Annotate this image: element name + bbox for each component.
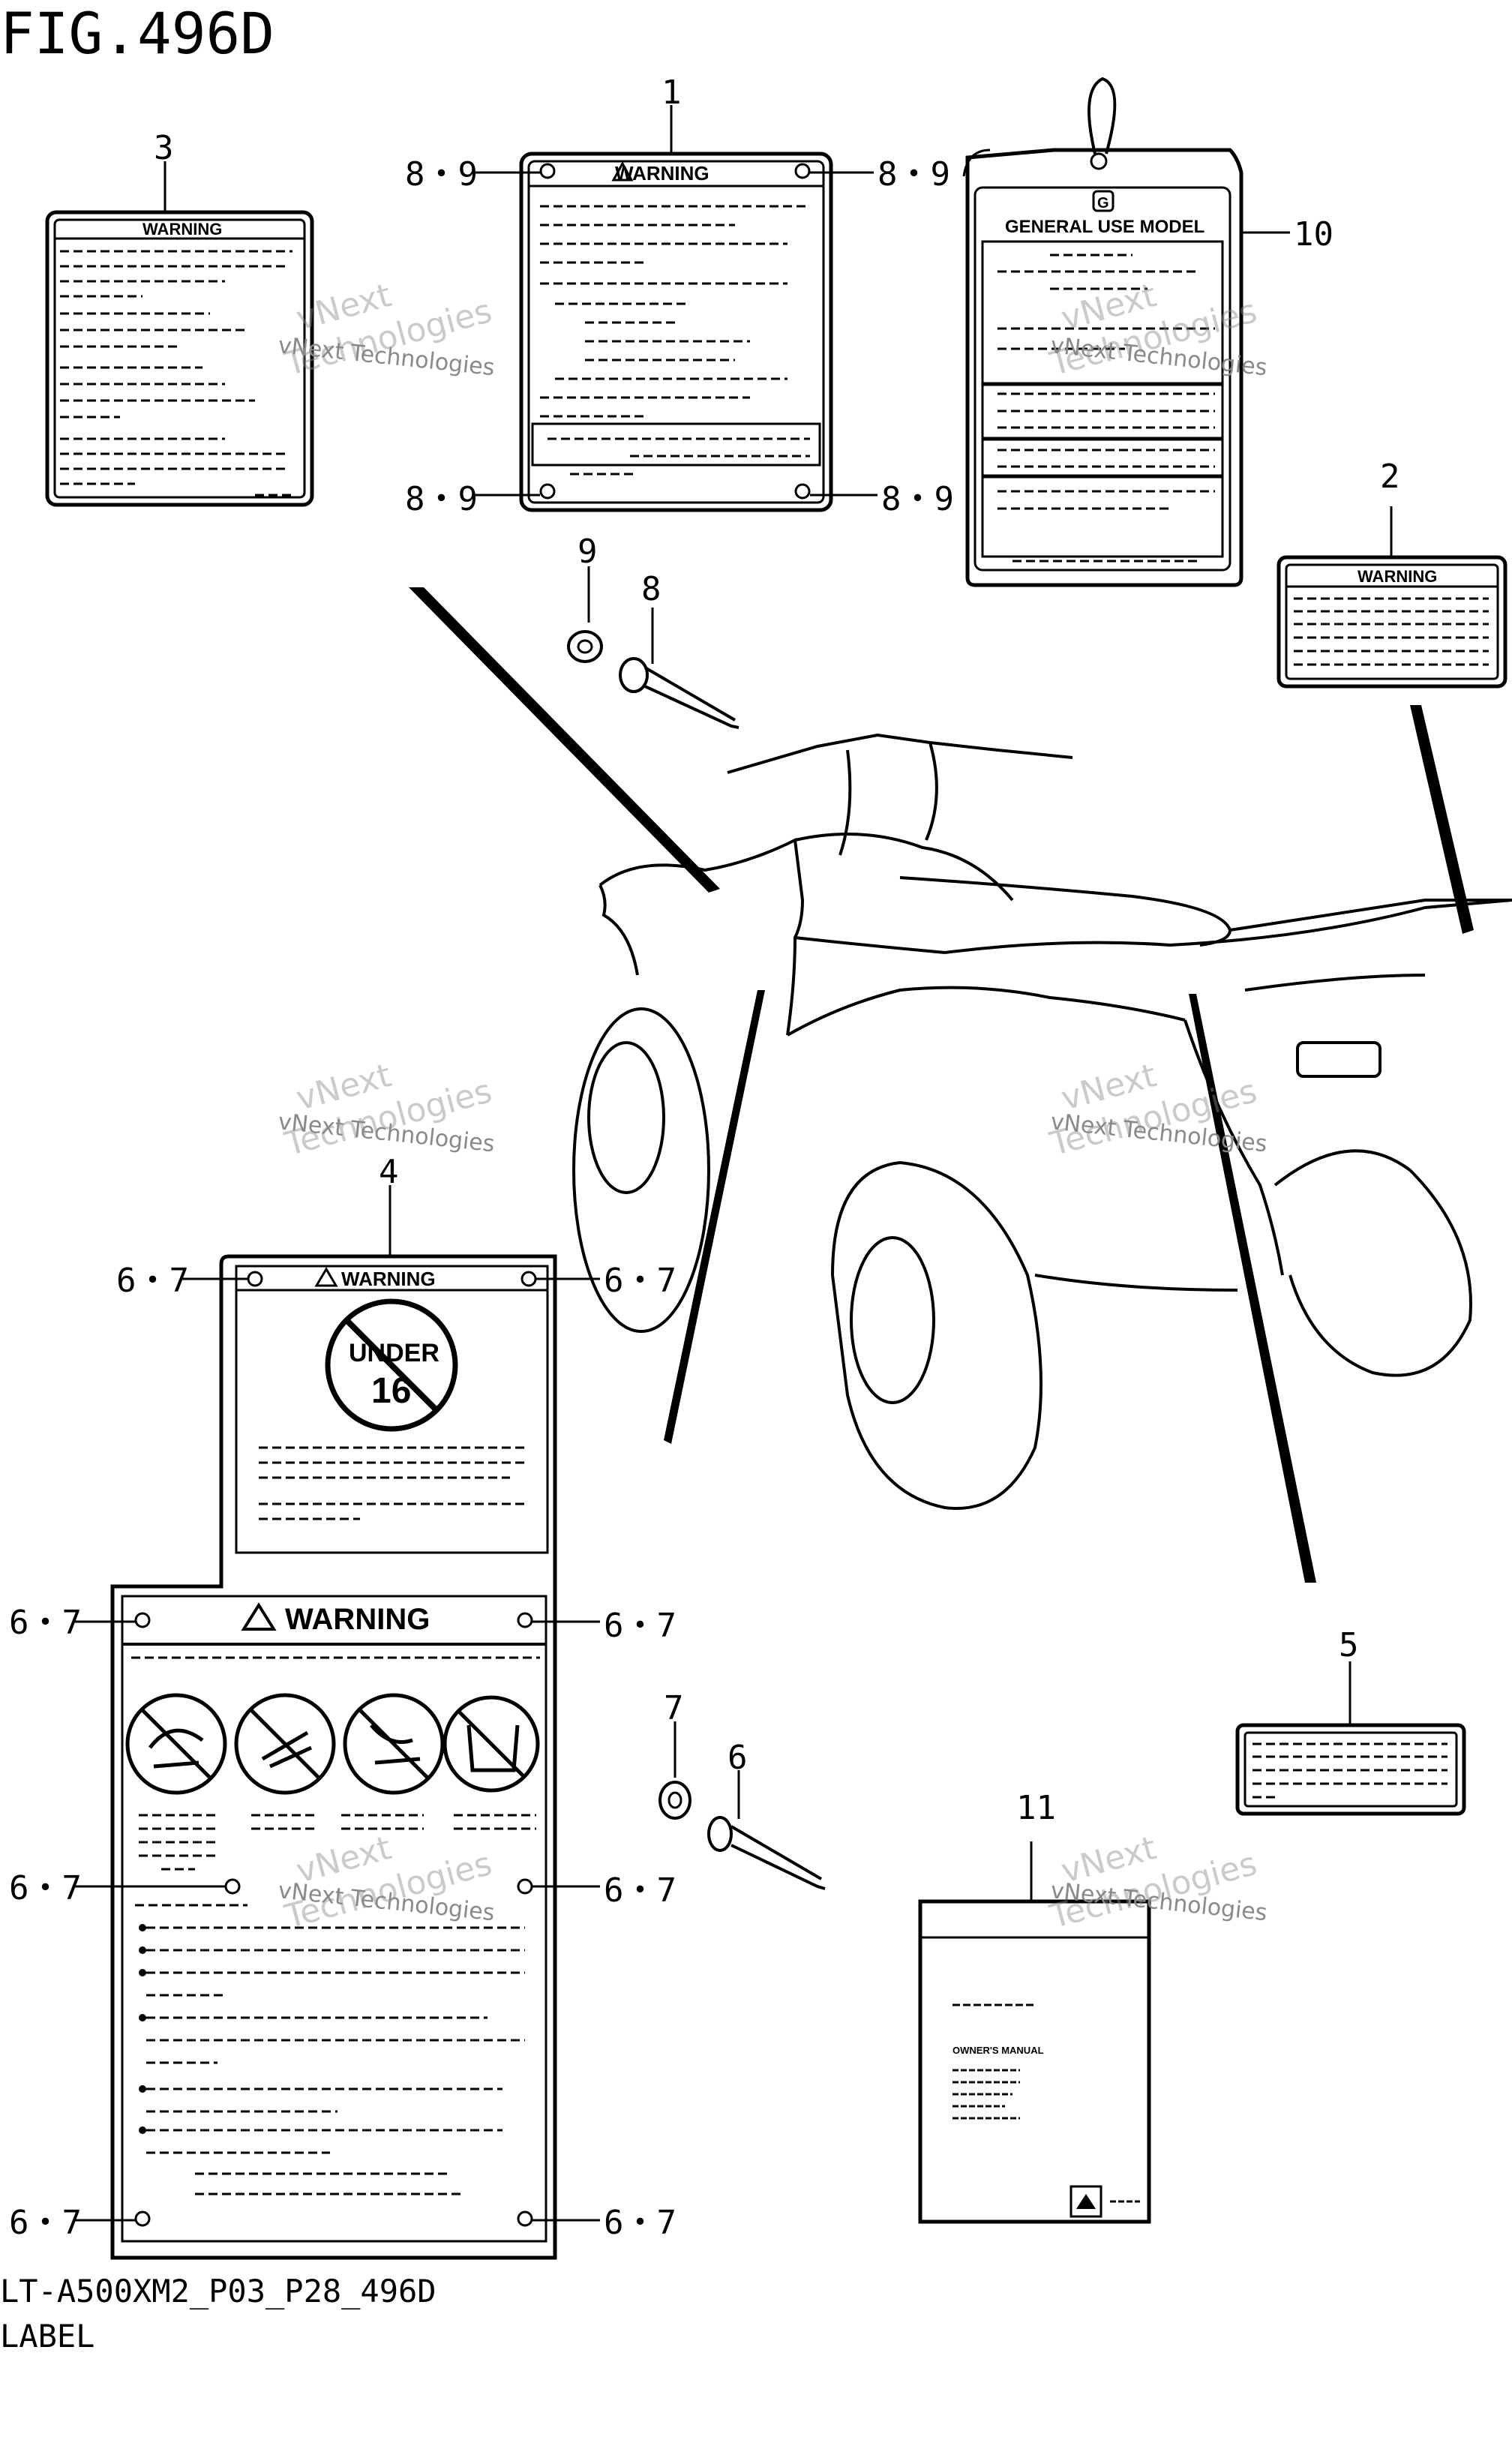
callout-6-7: 6・7 — [604, 1262, 676, 1300]
g-mark: G — [1097, 195, 1109, 212]
rivet-8[interactable]: 8 — [619, 570, 740, 729]
label-4[interactable]: WARNING UNDER 16 WARNING — [9, 1153, 676, 2260]
warning-text: WARNING — [142, 220, 222, 239]
warning-triangle-icon — [314, 1267, 338, 1287]
warning-triangle-icon — [611, 161, 634, 182]
no-passenger-icon — [125, 1693, 227, 1795]
owners-manual-11[interactable]: OWNER'S MANUAL 11 — [918, 1789, 1151, 2224]
no-alcohol-icon — [343, 1693, 445, 1795]
leader-lines — [409, 587, 1474, 1583]
label-2[interactable]: WARNING 2 — [1276, 458, 1508, 689]
under-16-icon — [325, 1298, 458, 1432]
callout-9: 9 — [578, 533, 598, 571]
callout-6-7: 6・7 — [9, 1869, 82, 1907]
no-road-icon — [234, 1693, 336, 1795]
pictogram-row — [125, 1693, 540, 1795]
callout-6-7: 6・7 — [9, 2204, 82, 2242]
figure-title: FIG.496D — [0, 0, 275, 67]
callout-6: 6 — [728, 1739, 748, 1777]
callout-8-9: 8・9 — [405, 480, 478, 518]
diagram-code: LT-A500XM2_P03_P28_496D — [0, 2273, 436, 2309]
callout-6-7: 6・7 — [604, 2204, 676, 2242]
washer-7[interactable]: 7 — [658, 1689, 692, 1820]
callout-8: 8 — [641, 570, 662, 608]
callout-1: 1 — [662, 74, 682, 112]
label-3[interactable]: WARNING 3 — [45, 129, 314, 507]
warning-text: WARNING — [1358, 567, 1437, 586]
callout-5: 5 — [1339, 1626, 1359, 1664]
owners-manual-text: OWNER'S MANUAL — [952, 2045, 1044, 2056]
warning-text: WARNING — [341, 1268, 436, 1290]
callout-10: 10 — [1294, 215, 1334, 254]
washer-9[interactable]: 9 — [567, 533, 603, 663]
no-drugs-icon — [442, 1695, 540, 1793]
under-text: UNDER — [349, 1339, 440, 1367]
callout-3: 3 — [154, 129, 174, 167]
diagram-name: LABEL — [0, 2318, 95, 2354]
rivet-6[interactable]: 6 — [707, 1739, 826, 1890]
general-use-model-text: GENERAL USE MODEL — [1005, 217, 1204, 237]
callout-6-7: 6・7 — [9, 1604, 82, 1642]
callout-11: 11 — [1016, 1789, 1056, 1827]
callout-2: 2 — [1380, 458, 1400, 496]
callout-8-9: 8・9 — [405, 155, 478, 194]
atv-drawing — [572, 733, 1512, 1510]
callout-6-7: 6・7 — [116, 1262, 189, 1300]
label-1[interactable]: WARNING 1 8・9 8・9 8 — [405, 74, 954, 518]
watermark-caption: vNext Technologies vNext Technologies vN… — [277, 332, 1268, 1926]
label-10[interactable]: G GENERAL USE MODEL 10 — [962, 77, 1334, 587]
age-text: 16 — [371, 1371, 411, 1411]
warning-text: WARNING — [285, 1603, 430, 1636]
warning-triangle-icon — [241, 1602, 277, 1631]
callout-4: 4 — [379, 1153, 399, 1191]
callout-8-9: 8・9 — [878, 155, 950, 194]
callout-7: 7 — [664, 1689, 684, 1727]
label-5[interactable]: 5 — [1235, 1626, 1466, 1816]
callout-6-7: 6・7 — [604, 1871, 676, 1910]
callout-6-7: 6・7 — [604, 1607, 676, 1645]
callout-8-9: 8・9 — [881, 480, 954, 518]
